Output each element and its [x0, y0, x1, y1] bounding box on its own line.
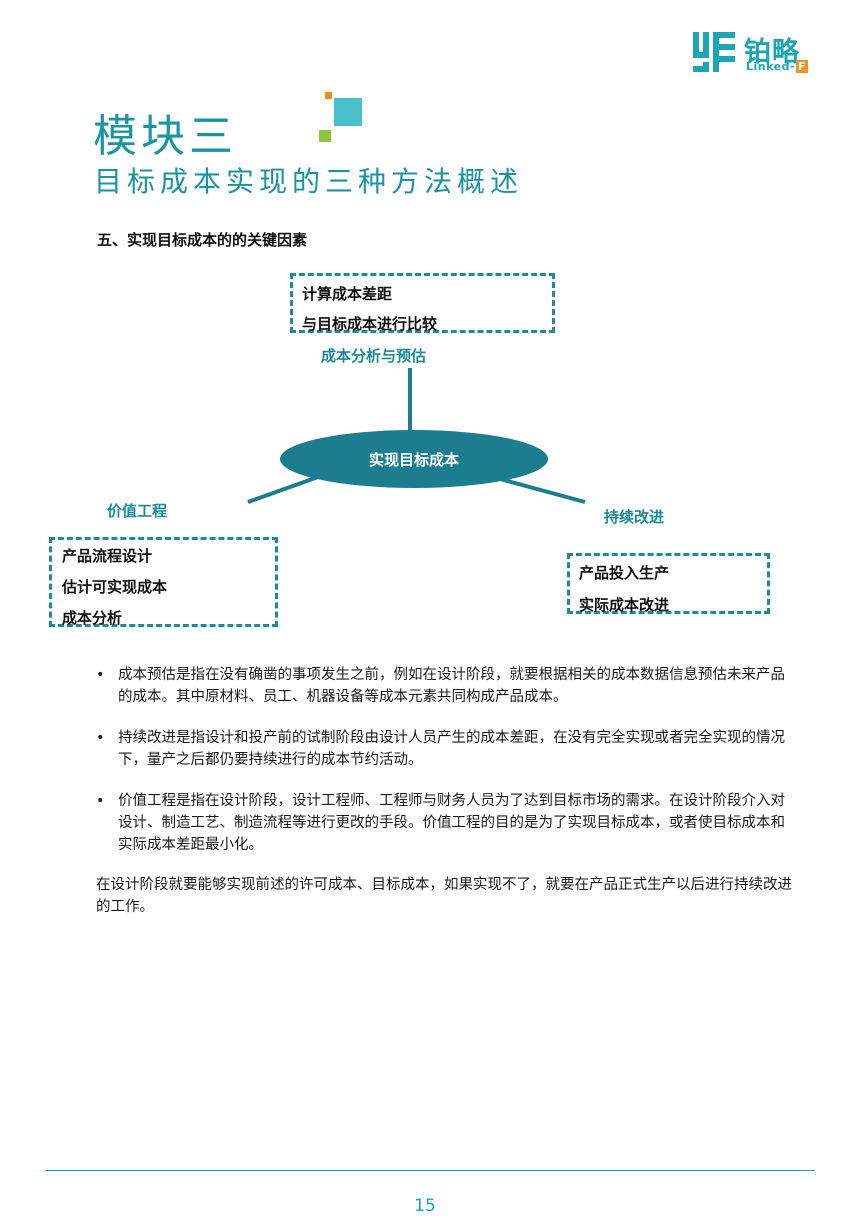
left-label: 价值工程 — [107, 502, 168, 520]
linked-f-logo-icon — [693, 32, 735, 72]
bullet-marker: • — [96, 667, 105, 683]
closing-paragraph: 在设计阶段就要能够实现前述的许可成本、目标成本，如果实现不了，就要在产品正式生产… — [96, 877, 792, 915]
bullet-text: 成本预估是指在没有确凿的事项发生之前，例如在设计阶段，就要根据相关的成本数据信息… — [118, 667, 785, 705]
left-dashed-box — [49, 537, 278, 627]
right-item-1: 产品投入生产 — [579, 564, 670, 582]
bullet-item: • 持续改进是指设计和投产前的试制阶段由设计人员产生的成本差距，在没有完全实现或者… — [96, 727, 796, 771]
bullet-text: 持续改进是指设计和投产前的试制阶段由设计人员产生的成本差距，在没有完全实现或者完… — [118, 730, 785, 768]
left-item-1: 产品流程设计 — [62, 547, 153, 565]
module-title: 模块三 — [93, 111, 237, 162]
bullet-item: • 成本预估是指在没有确凿的事项发生之前，例如在设计阶段，就要根据相关的成本数据信… — [96, 664, 796, 708]
bullet-marker: • — [96, 793, 105, 809]
bullet-marker: • — [96, 730, 105, 746]
top-dashed-box — [290, 273, 555, 333]
right-label: 持续改进 — [604, 508, 665, 526]
connector-left — [247, 475, 319, 504]
bullet-list: • 成本预估是指在没有确凿的事项发生之前，例如在设计阶段，就要根据相关的成本数据信… — [96, 664, 796, 875]
footer-rule — [45, 1170, 815, 1171]
brand-name-en: Linked-F — [746, 60, 809, 73]
left-item-2: 估计可实现成本 — [62, 578, 168, 596]
diagram-connectors — [247, 368, 586, 504]
right-dashed-box — [567, 553, 770, 614]
connector-right — [499, 477, 586, 504]
bullet-text: 价值工程是指在设计阶段，设计工程师、工程师与财务人员为了达到目标市场的需求。在设… — [118, 793, 785, 853]
right-item-2: 实际成本改进 — [579, 596, 670, 614]
center-label: 实现目标成本 — [368, 450, 459, 469]
module-subtitle: 目标成本实现的三种方法概述 — [94, 165, 524, 198]
top-item-1: 计算成本差距 — [302, 285, 393, 303]
brand-name-cn: 铂略 — [744, 37, 800, 68]
top-item-2: 与目标成本进行比较 — [302, 315, 438, 333]
top-label: 成本分析与预估 — [321, 347, 427, 365]
section-heading: 五、实现目标成本的的关键因素 — [97, 231, 308, 249]
decor-square-green — [319, 130, 331, 142]
left-item-3: 成本分析 — [62, 609, 123, 627]
decor-square-orange — [325, 92, 332, 99]
bullet-item: • 价值工程是指在设计阶段，设计工程师、工程师与财务人员为了达到目标市场的需求。在… — [96, 790, 796, 856]
decor-square-teal — [334, 98, 362, 126]
brand-badge: F — [796, 60, 809, 73]
center-ellipse: 实现目标成本 — [280, 430, 548, 488]
page-number: 15 — [414, 1196, 436, 1216]
